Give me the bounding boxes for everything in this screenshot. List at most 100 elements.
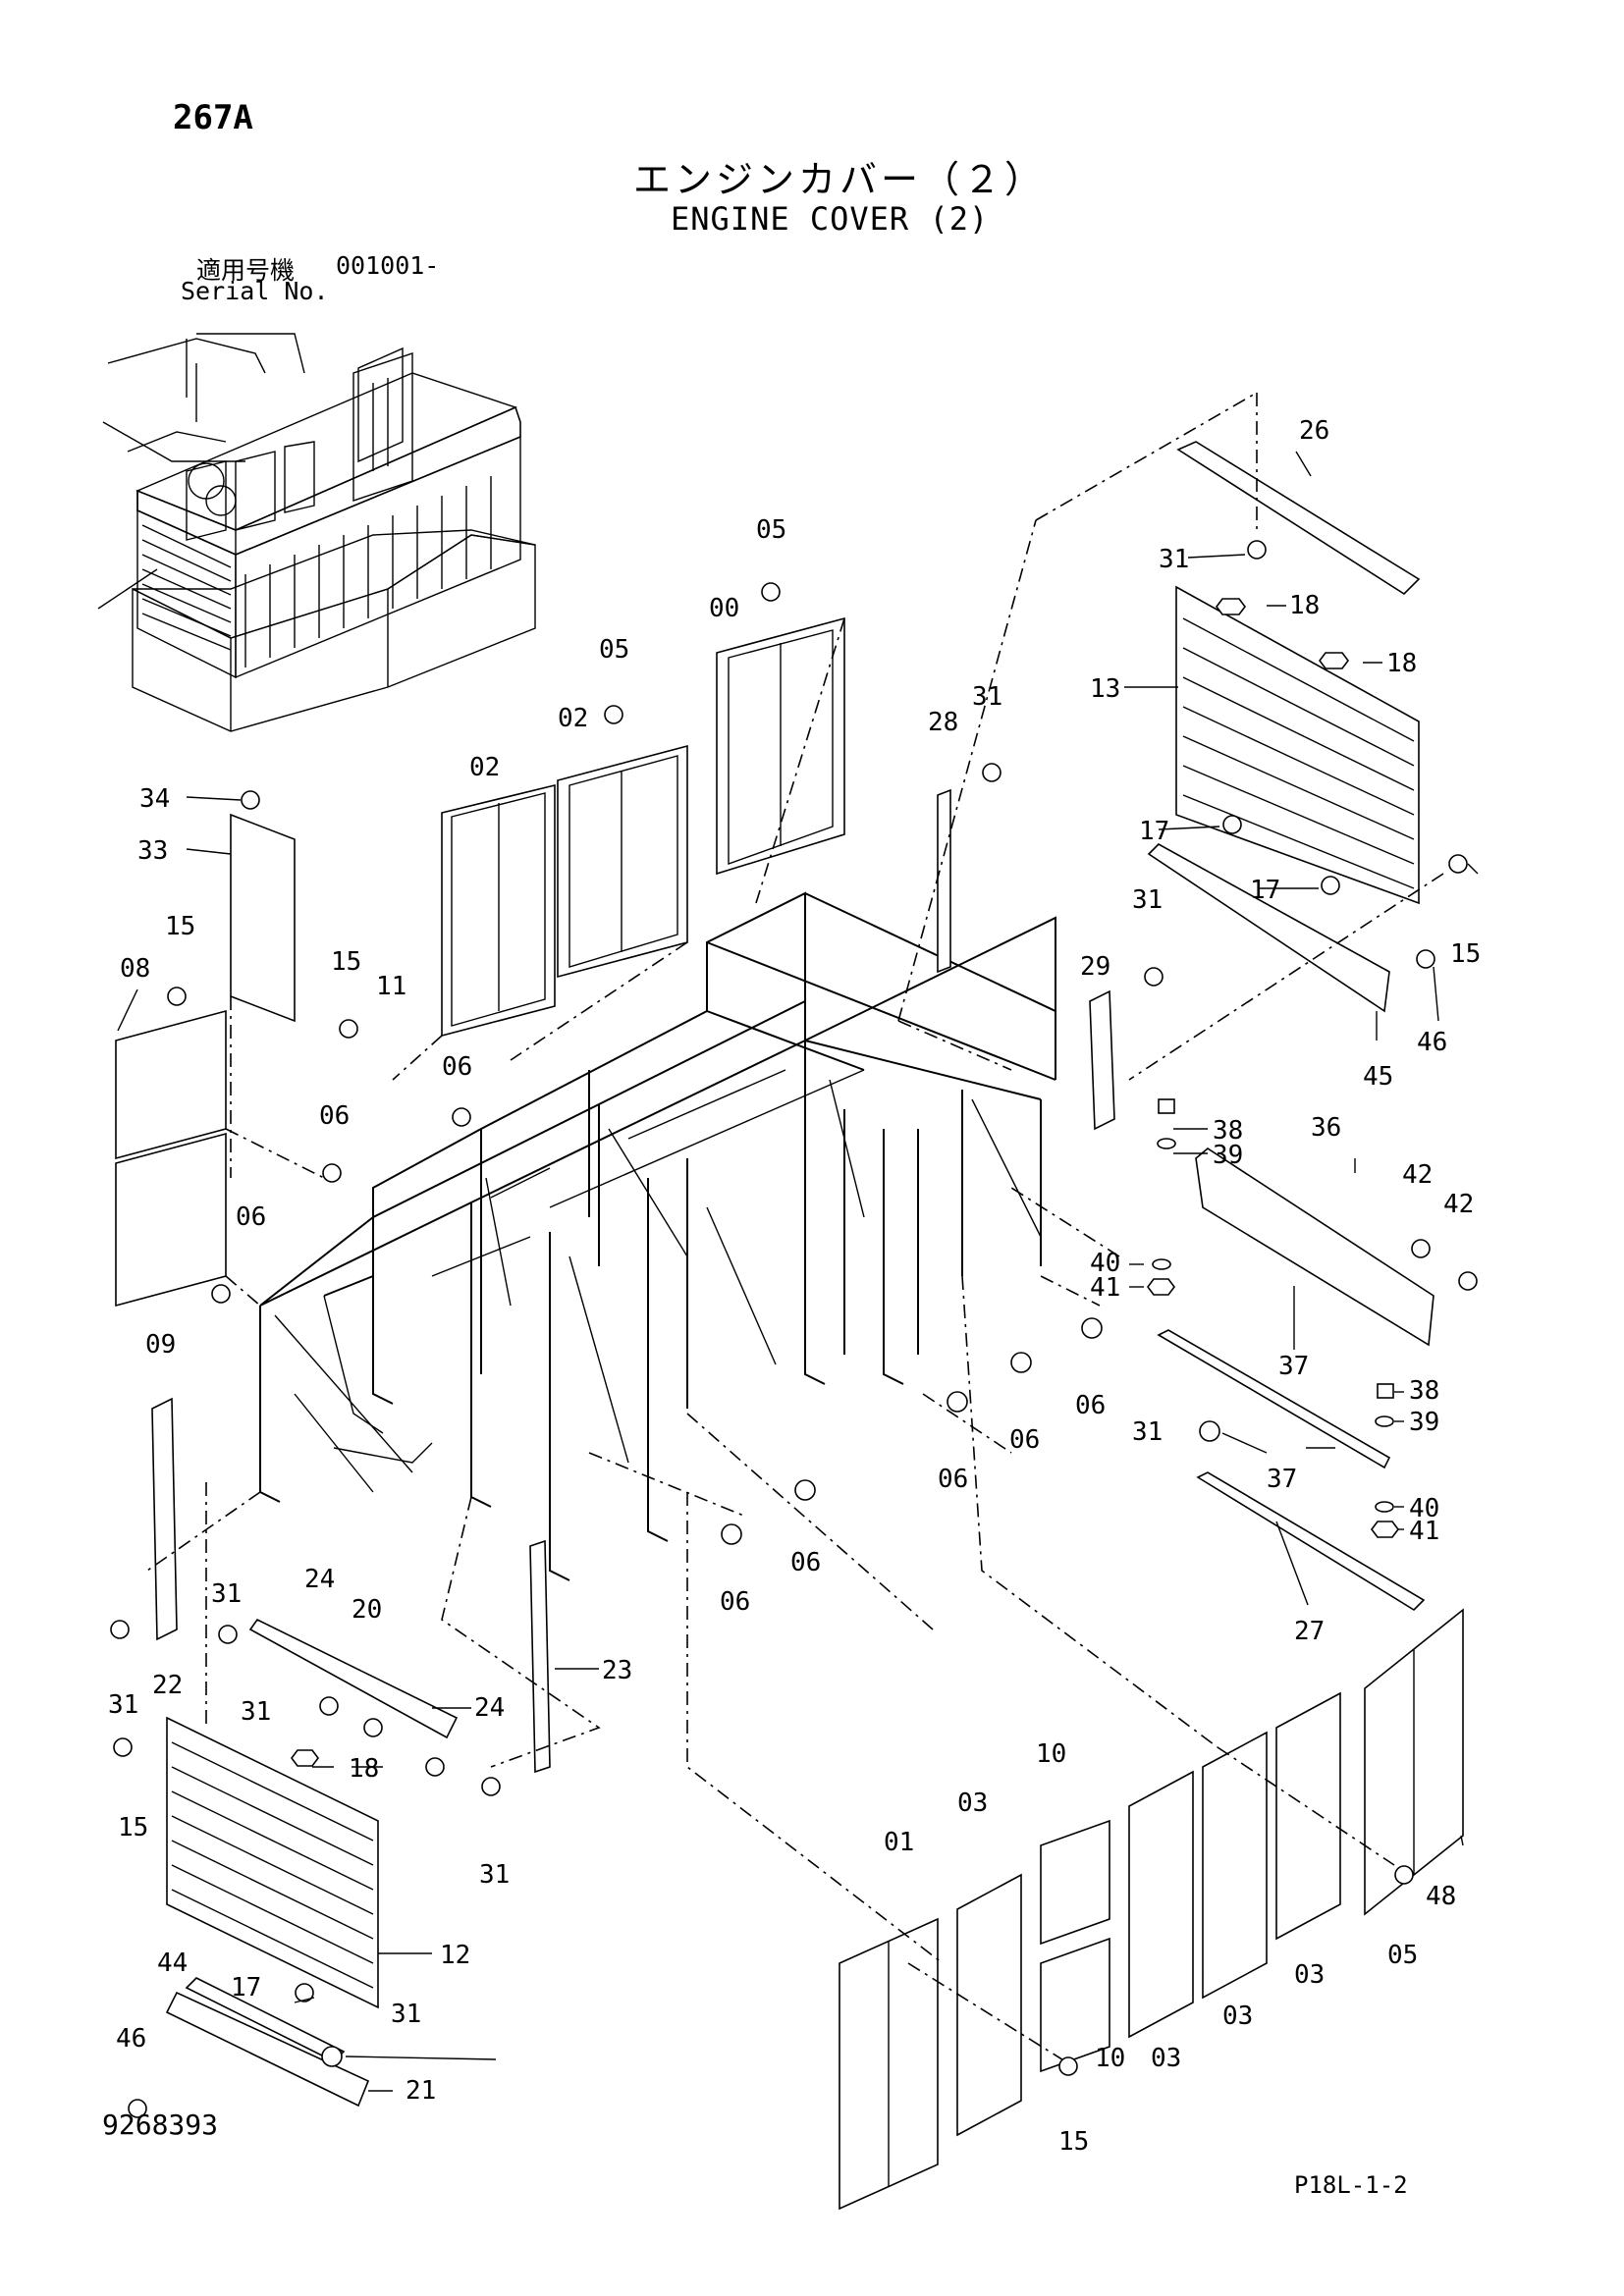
door-03-b <box>1128 1770 1194 2039</box>
bolt-icon <box>113 1737 133 1757</box>
callout-01: 01 <box>884 1828 914 1857</box>
callout-33: 33 <box>137 836 168 866</box>
callout-38: 38 <box>1213 1116 1243 1146</box>
bar-23 <box>529 1539 551 1774</box>
bolt-icon <box>982 763 1001 782</box>
callout-28: 28 <box>928 708 958 737</box>
callout-08: 08 <box>120 954 150 984</box>
callout-31: 31 <box>241 1697 271 1727</box>
callout-05: 05 <box>599 635 629 665</box>
bar-44 <box>185 1977 346 2062</box>
document-number: 9268393 <box>102 2109 219 2141</box>
callout-40: 40 <box>1409 1494 1439 1523</box>
serial-label: Serial No. <box>181 277 329 305</box>
bolt-icon <box>1411 1239 1431 1258</box>
panel-02-left <box>441 783 556 1038</box>
callout-22: 22 <box>152 1671 183 1700</box>
bolt-icon <box>339 1019 358 1039</box>
bolt-icon <box>1158 1098 1175 1114</box>
panel-10-top <box>1040 1819 1110 1946</box>
callout-24: 24 <box>474 1693 505 1723</box>
bar-37 <box>1157 1329 1391 1469</box>
leader-lines <box>117 451 1479 2092</box>
bolt-icon <box>1247 540 1267 560</box>
callout-05: 05 <box>756 515 786 545</box>
nut-icon <box>1216 598 1246 615</box>
nut-icon <box>1371 1521 1399 1538</box>
callout-42: 42 <box>1402 1160 1433 1190</box>
callout-06: 06 <box>442 1052 472 1082</box>
callout-40: 40 <box>1090 1249 1120 1278</box>
callout-38: 38 <box>1409 1376 1439 1406</box>
bar-20 <box>248 1618 459 1739</box>
page-title-japanese: エンジンカバー（２） <box>633 158 1047 201</box>
machine-overview-illustration <box>97 333 536 732</box>
callout-03: 03 <box>957 1789 988 1818</box>
callout-06: 06 <box>720 1587 750 1617</box>
engine-cover-frame <box>259 891 1056 1581</box>
washer-icon <box>1157 1138 1176 1149</box>
callout-20: 20 <box>352 1595 382 1625</box>
callout-41: 41 <box>1409 1517 1439 1546</box>
bolt-icon <box>452 1107 471 1127</box>
panel-10-bottom <box>1040 1937 1110 2073</box>
cap-icon <box>947 1391 968 1413</box>
callout-31: 31 <box>972 682 1002 712</box>
bolt-icon <box>128 2099 147 2118</box>
callout-06: 06 <box>1009 1425 1040 1455</box>
callout-31: 31 <box>1132 1417 1163 1447</box>
serial-label-japanese: 適用号機 <box>196 256 296 285</box>
bolt-icon <box>1458 1271 1478 1291</box>
bolt-icon <box>110 1620 130 1639</box>
page-title: ENGINE COVER (2) <box>671 200 990 238</box>
callout-48: 48 <box>1426 1882 1456 1911</box>
door-03-c <box>1202 1731 1268 2000</box>
panel-09 <box>115 1132 227 1308</box>
callout-06: 06 <box>790 1548 821 1577</box>
panel-02-right <box>557 744 688 979</box>
bolt-icon <box>1377 1383 1394 1399</box>
callout-37: 37 <box>1267 1465 1297 1494</box>
bolt-icon <box>295 1983 314 2002</box>
callout-03: 03 <box>1222 2002 1253 2031</box>
callout-44: 44 <box>157 1949 188 1978</box>
callout-39: 39 <box>1409 1408 1439 1437</box>
bolt-icon <box>1058 2056 1078 2076</box>
callout-34: 34 <box>139 784 170 814</box>
callout-06: 06 <box>236 1202 266 1232</box>
bar-26 <box>1176 441 1421 596</box>
callout-10: 10 <box>1036 1739 1066 1769</box>
grille-13 <box>1175 585 1420 905</box>
bolt-icon <box>322 1163 342 1183</box>
bolt-icon <box>481 1777 501 1796</box>
bolt-icon <box>425 1757 445 1777</box>
callout-42: 42 <box>1443 1190 1474 1219</box>
callout-18: 18 <box>1289 591 1320 620</box>
bolt-icon <box>1222 815 1242 834</box>
callout-13: 13 <box>1090 674 1120 704</box>
callout-26: 26 <box>1299 416 1329 446</box>
callout-17: 17 <box>1250 876 1280 905</box>
bolt-icon <box>761 582 781 602</box>
callout-02: 02 <box>469 753 500 782</box>
callout-18: 18 <box>1386 649 1417 678</box>
callout-06: 06 <box>319 1101 350 1131</box>
bar-45 <box>1147 843 1390 1013</box>
assembly-reference-lines <box>146 392 1444 2062</box>
cap-icon <box>1081 1317 1103 1339</box>
panel-33 <box>230 813 296 1023</box>
bolt-icon <box>1448 854 1468 874</box>
callout-31: 31 <box>211 1579 242 1609</box>
bar-29 <box>1089 989 1115 1131</box>
page-reference: P18L-1-2 <box>1294 2171 1408 2199</box>
callout-labels: 26 31 18 18 13 05 00 05 02 02 28 31 17 1… <box>108 416 1481 2157</box>
page-number: 267A <box>173 98 253 137</box>
callout-03: 03 <box>1151 2044 1181 2073</box>
callout-31: 31 <box>391 2000 421 2029</box>
callout-03: 03 <box>1294 1960 1325 1990</box>
panel-08 <box>115 1009 227 1160</box>
callout-31: 31 <box>1132 885 1163 915</box>
callout-39: 39 <box>1213 1141 1243 1170</box>
callout-24: 24 <box>304 1565 335 1594</box>
